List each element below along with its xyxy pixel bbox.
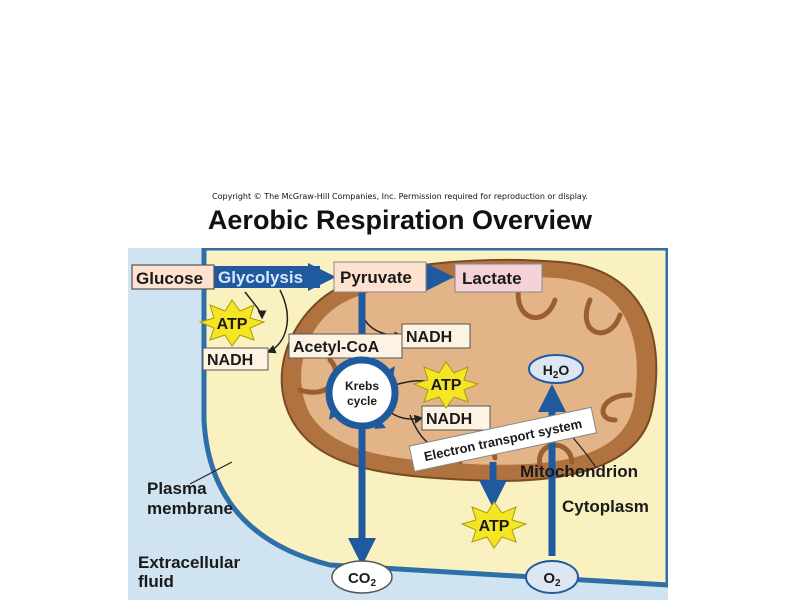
atp-starburst-krebs: ATP <box>412 361 480 409</box>
glucose-label: Glucose <box>136 269 203 288</box>
glycolysis-band <box>214 266 320 288</box>
extracellular-label-line1: Extracellular <box>138 553 240 572</box>
nadh-label-glycolysis: NADH <box>207 352 253 369</box>
krebs-cycle: Krebs cycle <box>325 356 399 430</box>
mitochondrion-label: Mitochondrion <box>520 462 638 481</box>
h2o-oval: H2O <box>528 354 584 384</box>
o2-label-main: O <box>543 570 555 587</box>
h2o-label-sub: 2 <box>553 370 559 381</box>
svg-text:CO2: CO2 <box>348 570 377 589</box>
pyruvate-label: Pyruvate <box>340 268 412 287</box>
nadh-label-krebs: NADH <box>426 411 472 428</box>
lactate-label: Lactate <box>462 269 522 288</box>
pyruvate-box <box>333 261 427 293</box>
krebs-label-line1: Krebs <box>345 379 379 393</box>
svg-text:H2O: H2O <box>543 362 570 381</box>
h2o-label-end: O <box>558 362 569 378</box>
nadh-box-acetyl <box>401 323 471 349</box>
svg-text:O2: O2 <box>543 570 561 589</box>
atp-label-glycolysis: ATP <box>217 316 248 333</box>
plasma-membrane-pointer <box>189 461 233 485</box>
o2-label-sub: 2 <box>555 578 561 589</box>
atp-starburst-ets: ATP <box>460 501 528 549</box>
glucose-box <box>131 264 215 290</box>
krebs-label-line2: cycle <box>347 394 377 408</box>
glycolysis-to-atp-arrow <box>244 291 267 320</box>
acetyl-coa-label: Acetyl-CoA <box>293 339 380 356</box>
glycolysis-to-nadh-arrow <box>266 289 289 354</box>
atp-label-ets: ATP <box>479 518 510 535</box>
nadh-box-glycolysis <box>202 347 269 371</box>
nadh-box-krebs <box>421 405 491 431</box>
co2-label-sub: 2 <box>370 578 376 589</box>
h2o-label-main: H <box>543 362 553 378</box>
co2-oval: CO2 <box>331 560 393 594</box>
atp-label-krebs: ATP <box>431 377 462 394</box>
lactate-box <box>454 263 543 293</box>
atp-starburst-glycolysis: ATP <box>198 299 266 347</box>
co2-label-main: CO <box>348 570 371 587</box>
extracellular-label-line2: fluid <box>138 572 174 591</box>
copyright-notice: Copyright © The McGraw-Hill Companies, I… <box>212 192 588 201</box>
nadh-label-acetyl: NADH <box>406 329 452 346</box>
o2-oval: O2 <box>525 560 579 594</box>
cytoplasm-label: Cytoplasm <box>562 497 649 516</box>
plasma-membrane-label-line2: membrane <box>147 499 233 518</box>
glycolysis-label: Glycolysis <box>218 268 303 287</box>
plasma-membrane-label-line1: Plasma <box>147 479 207 498</box>
krebs-to-atp-arrow <box>394 380 426 386</box>
diagram-title: Aerobic Respiration Overview <box>207 205 593 235</box>
